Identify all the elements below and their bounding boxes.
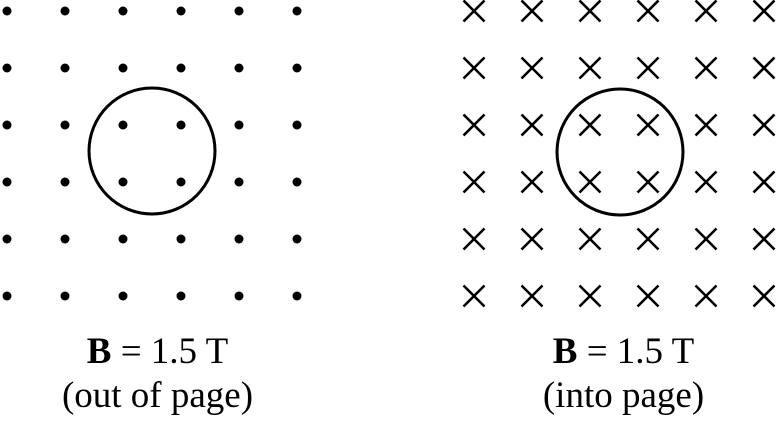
field-symbol: B [552, 331, 578, 372]
out-of-page-field-value-line: B = 1.5 T [20, 330, 295, 374]
field-dot-marker [292, 63, 302, 73]
field-cross-marker [752, 284, 776, 308]
out-of-page-field-panel [2, 6, 302, 301]
field-cross-marker [578, 0, 602, 23]
field-cross-marker [578, 170, 602, 194]
field-dot-marker [176, 234, 186, 244]
conducting-loop [87, 86, 217, 216]
field-dot-marker [2, 63, 12, 73]
field-cross-marker [520, 56, 544, 80]
out-of-page-direction-label: (out of page) [61, 375, 254, 416]
field-cross-marker [636, 0, 660, 23]
field-dot-marker [118, 63, 128, 73]
field-dot-marker [234, 120, 244, 130]
field-dot-marker [176, 6, 186, 16]
field-cross-marker [636, 56, 660, 80]
field-cross-marker [752, 170, 776, 194]
out-of-page-caption: B = 1.5 T (out of page) [20, 330, 295, 418]
field-dot-marker [60, 63, 70, 73]
field-dot-marker [118, 234, 128, 244]
field-cross-marker [462, 284, 486, 308]
field-dot-marker [292, 234, 302, 244]
field-dot-marker [234, 291, 244, 301]
field-dot-marker [292, 177, 302, 187]
field-cross-marker [462, 0, 486, 23]
field-dot-marker [234, 6, 244, 16]
field-cross-marker [694, 0, 718, 23]
into-page-direction-label: (into page) [542, 375, 705, 416]
field-cross-marker [752, 227, 776, 251]
field-cross-marker [462, 227, 486, 251]
into-page-caption: B = 1.5 T (into page) [486, 330, 761, 418]
field-cross-marker [694, 227, 718, 251]
field-dot-marker [234, 177, 244, 187]
field-cross-marker [578, 284, 602, 308]
field-dot-marker [176, 177, 186, 187]
field-dot-marker [118, 120, 128, 130]
into-page-field-panel [462, 0, 776, 308]
field-cross-marker [462, 170, 486, 194]
field-dot-marker [176, 63, 186, 73]
field-dot-marker [176, 291, 186, 301]
field-cross-marker [636, 170, 660, 194]
field-dot-marker [60, 177, 70, 187]
field-cross-marker [694, 113, 718, 137]
field-cross-marker [752, 0, 776, 23]
field-cross-marker [578, 227, 602, 251]
field-symbol: B [86, 331, 112, 372]
field-cross-marker [520, 284, 544, 308]
field-cross-marker [520, 170, 544, 194]
field-dot-marker [2, 234, 12, 244]
field-cross-marker [752, 56, 776, 80]
field-value: = 1.5 T [586, 331, 695, 372]
field-cross-marker [462, 56, 486, 80]
field-dot-marker [118, 177, 128, 187]
field-dot-marker [2, 291, 12, 301]
field-dot-marker [60, 291, 70, 301]
field-cross-marker [694, 170, 718, 194]
field-cross-marker [520, 113, 544, 137]
field-dot-marker [2, 177, 12, 187]
field-dot-marker [60, 6, 70, 16]
field-dot-marker [292, 6, 302, 16]
field-cross-marker [578, 56, 602, 80]
field-dot-marker [292, 120, 302, 130]
field-cross-marker [578, 113, 602, 137]
field-dot-marker [176, 120, 186, 130]
field-dot-marker [60, 120, 70, 130]
field-dot-marker [118, 291, 128, 301]
field-cross-marker [694, 284, 718, 308]
field-dot-marker [234, 63, 244, 73]
field-dot-marker [2, 6, 12, 16]
field-cross-marker [694, 56, 718, 80]
field-cross-marker [636, 227, 660, 251]
field-dot-marker [234, 234, 244, 244]
field-dot-marker [118, 6, 128, 16]
field-dot-marker [2, 120, 12, 130]
conducting-loop [555, 87, 685, 217]
into-page-field-value-line: B = 1.5 T [486, 330, 761, 374]
field-cross-marker [752, 113, 776, 137]
field-dot-marker [292, 291, 302, 301]
field-value: = 1.5 T [120, 331, 229, 372]
field-cross-marker [462, 113, 486, 137]
field-cross-marker [636, 284, 660, 308]
field-dot-marker [60, 234, 70, 244]
field-cross-marker [520, 227, 544, 251]
field-cross-marker [636, 113, 660, 137]
field-cross-marker [520, 0, 544, 23]
